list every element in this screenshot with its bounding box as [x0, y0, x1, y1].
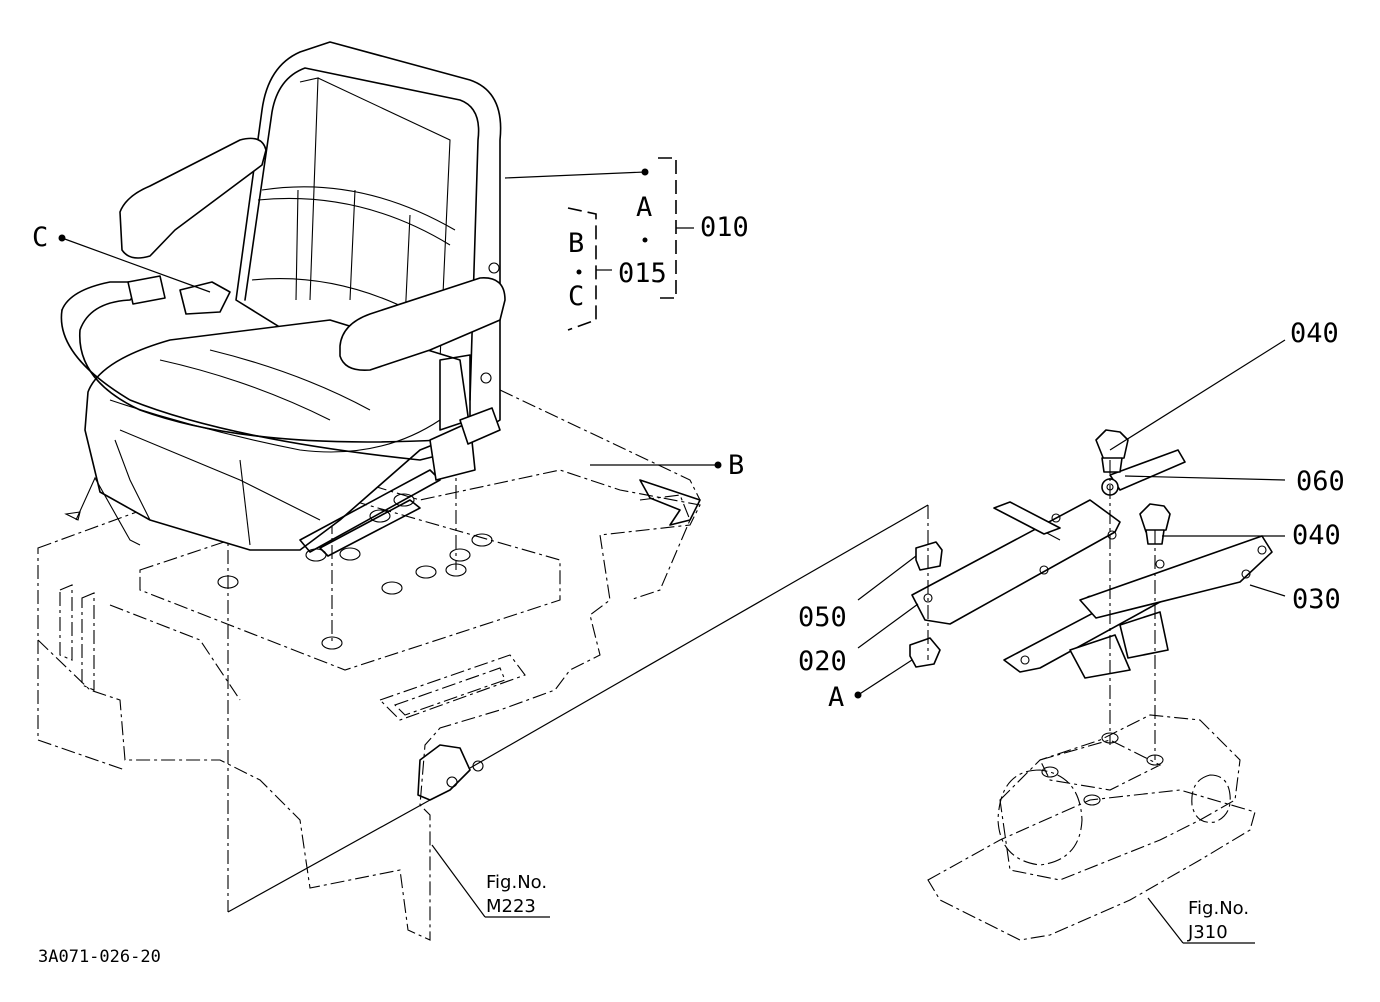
floor-panel	[37, 389, 701, 941]
ref-b-right: B	[728, 450, 744, 481]
fig-ref-m223-line1: Fig.No.	[486, 872, 547, 893]
callout-060: 060	[1296, 466, 1345, 497]
labels: 010 015 A B C C B A 040 060 040 030 050 …	[32, 192, 1345, 967]
ref-b-top: B	[568, 228, 584, 259]
callout-040-lower: 040	[1292, 520, 1341, 551]
callout-020: 020	[798, 646, 847, 677]
callout-050: 050	[798, 602, 847, 633]
fig-ref-m223-line2: M223	[486, 896, 536, 917]
transmission-housing	[927, 714, 1256, 941]
callout-leaders	[58, 157, 1286, 944]
callout-015: 015	[618, 258, 667, 289]
seat-brackets	[469, 429, 1273, 769]
callout-030: 030	[1292, 584, 1341, 615]
ref-c-left: C	[32, 222, 48, 253]
seat-assembly	[60, 41, 701, 557]
callout-010: 010	[700, 212, 749, 243]
callout-040-upper: 040	[1290, 318, 1339, 349]
ref-a-top: A	[636, 192, 652, 223]
ref-c-top: C	[568, 281, 584, 312]
ref-a-bottom: A	[828, 682, 844, 713]
drawing-code: 3A071-026-20	[38, 947, 161, 967]
fig-ref-j310-line2: J310	[1187, 922, 1228, 943]
fig-ref-j310-line1: Fig.No.	[1188, 898, 1249, 919]
